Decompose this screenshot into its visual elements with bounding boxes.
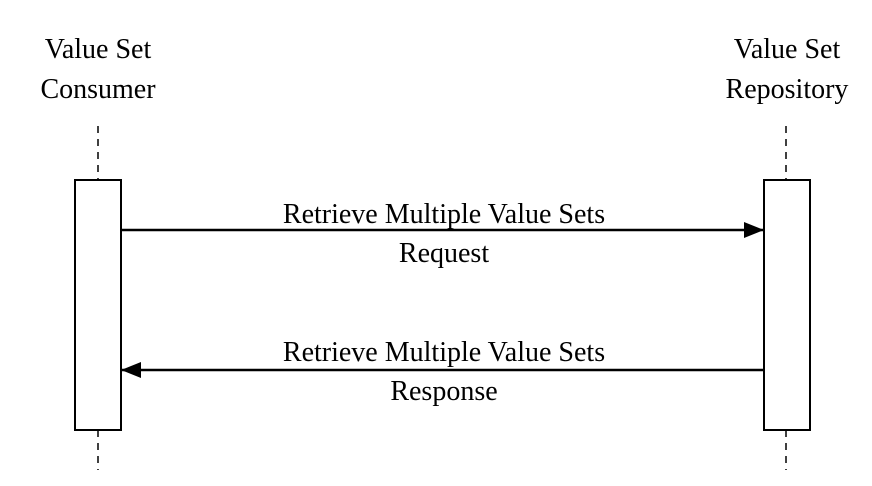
actor-label-line: Consumer [40, 73, 156, 105]
activation-box-consumer [74, 179, 122, 431]
actor-label-repository: Value Set Repository [702, 30, 872, 110]
message-label-line: Response [390, 375, 498, 407]
message-label-line: Retrieve Multiple Value Sets [282, 337, 606, 368]
message-label-request: Retrieve Multiple Value Sets Request [224, 196, 664, 273]
request-arrowhead [744, 222, 764, 238]
actor-label-line: Value Set [44, 34, 152, 65]
message-label-line: Retrieve Multiple Value Sets [282, 199, 606, 230]
actor-label-consumer: Value Set Consumer [18, 30, 178, 110]
message-label-response: Retrieve Multiple Value Sets Response [224, 334, 664, 411]
activation-box-repository [763, 179, 811, 431]
actor-label-line: Value Set [733, 34, 841, 65]
response-arrowhead [121, 362, 141, 378]
message-label-line: Request [398, 237, 490, 269]
actor-label-line: Repository [725, 73, 849, 105]
